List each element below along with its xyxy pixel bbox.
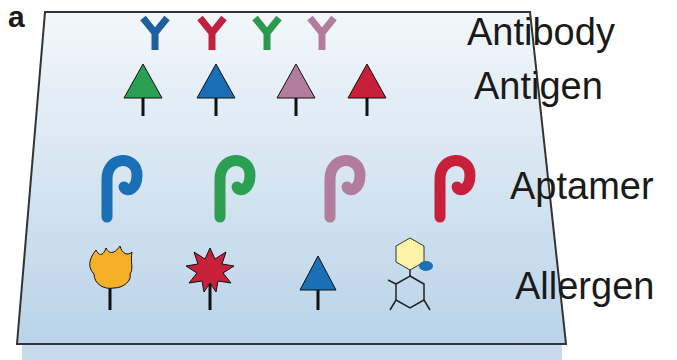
row-label: Aptamer	[510, 166, 654, 208]
slide-edge	[22, 344, 562, 360]
row-label: Antigen	[474, 66, 603, 108]
array-slide	[17, 12, 566, 344]
allergen-row	[90, 238, 433, 310]
row-label: Antibody	[467, 12, 615, 54]
aptamer-row	[107, 160, 470, 217]
panel-letter: a	[8, 0, 25, 33]
antibody-row	[143, 18, 334, 50]
row-label: Allergen	[515, 266, 654, 308]
antigen-row	[124, 64, 386, 116]
